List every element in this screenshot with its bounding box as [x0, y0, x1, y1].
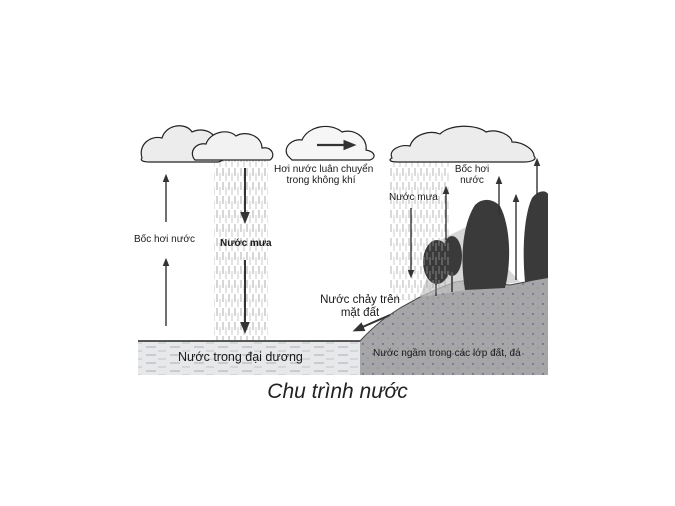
runoff-arrow — [352, 314, 391, 332]
diagram-title: Chu trình nước — [267, 380, 408, 403]
label-runoff-line2: mặt đất — [340, 306, 380, 319]
label-vapor-transport: Hơi nước luân chuyển trong không khí — [274, 164, 374, 186]
label-evaporation-land: Bốc hơi nước — [452, 164, 492, 186]
label-vapor-transport-line1: Hơi nước luân chuyển — [274, 164, 374, 175]
rain-ocean — [214, 160, 268, 340]
cloud-transport — [285, 125, 375, 161]
label-evaporation-ocean: Bốc hơi nước — [134, 234, 195, 245]
cloud-land — [389, 125, 536, 163]
label-rain-ocean: Nước mưa — [220, 238, 272, 249]
label-evaporation-land-line1: Bốc hơi — [454, 164, 490, 175]
label-vapor-transport-line2: trong không khí — [286, 175, 356, 186]
label-evaporation-land-line2: nước — [460, 175, 484, 186]
cloud-ocean-2 — [191, 131, 274, 161]
label-groundwater: Nước ngầm trong các lớp đất, đá — [373, 348, 521, 359]
ocean — [138, 340, 360, 375]
label-rain-land: Nước mưa — [389, 192, 438, 203]
label-ocean: Nước trong đại dương — [178, 350, 303, 364]
rain-land — [390, 160, 450, 300]
arrows — [162, 139, 541, 334]
label-runoff-line1: Nước chảy trên — [320, 294, 400, 306]
label-runoff: Nước chảy trên mặt đất — [312, 294, 408, 319]
